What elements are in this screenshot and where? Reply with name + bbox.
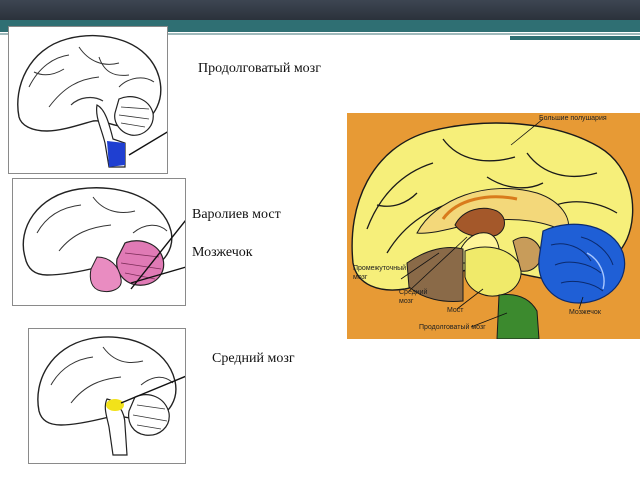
medulla-region <box>496 294 540 339</box>
big-label-pons: Мост <box>447 307 464 314</box>
big-label-hemispheres: Большие полушария <box>539 115 607 122</box>
big-label-diencephalon-1: Промежуточный <box>353 265 407 272</box>
brain-panel-midbrain <box>28 328 186 464</box>
medulla-highlight <box>107 141 125 167</box>
brain-panel-pons <box>12 178 186 306</box>
big-label-midbrain-2: мозг <box>399 298 414 305</box>
big-label-midbrain-1: Средний <box>399 289 428 296</box>
label-medulla: Продолговатый мозг <box>198 61 321 76</box>
slide-top-bar <box>0 0 640 20</box>
slide-accent-right <box>510 36 640 40</box>
brain-diagram-colored: Большие полушария Промежуточный мозг Сре… <box>347 113 640 339</box>
midbrain-highlight <box>106 399 124 411</box>
brain-sketch-pons <box>22 187 185 292</box>
brain-sketch-midbrain <box>37 336 185 456</box>
big-label-diencephalon-2: мозг <box>353 274 368 281</box>
big-label-medulla: Продолговатый мозг <box>419 324 486 331</box>
colored-brain-svg <box>347 113 640 339</box>
label-midbrain: Средний мозг <box>212 351 295 366</box>
brain-sketch-medulla <box>17 34 167 168</box>
brain-panel-medulla <box>8 26 168 174</box>
pons-highlight <box>89 256 122 292</box>
big-label-cerebellum: Мозжечок <box>569 309 601 316</box>
slide-accent-line <box>0 33 640 35</box>
label-pons: Варолиев мост <box>192 207 281 222</box>
label-cerebellum: Мозжечок <box>192 245 253 260</box>
